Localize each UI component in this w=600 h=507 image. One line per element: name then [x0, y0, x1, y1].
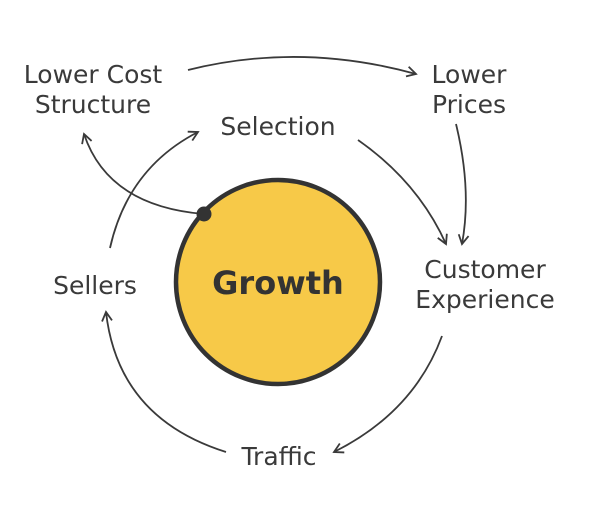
node-lower-cost-line2: Structure — [35, 90, 151, 119]
node-customer-experience-line1: Customer — [424, 255, 546, 284]
node-selection: Selection — [220, 112, 335, 141]
node-lower-cost-line1: Lower Cost — [24, 60, 163, 89]
node-lower-prices-line1: Lower — [432, 60, 508, 89]
arrow-growth-to-lower-cost-structure — [81, 132, 205, 215]
arrow-lower-prices-to-customer-experience — [455, 123, 470, 246]
arrow-traffic-to-sellers — [101, 310, 227, 453]
arrow-sellers-to-selection — [109, 130, 200, 249]
arrow-customer-experience-to-traffic — [332, 335, 443, 454]
growth-label: Growth — [212, 264, 344, 302]
node-customer-experience-line2: Experience — [415, 285, 554, 314]
arrow-selection-to-customer-experience — [357, 139, 448, 246]
node-traffic: Traffic — [240, 442, 316, 471]
arrow-lower-cost-to-lower-prices — [187, 56, 418, 78]
node-lower-prices-line2: Prices — [432, 90, 506, 119]
growth-circle — [173, 177, 383, 387]
growth-connection-dot — [196, 206, 212, 222]
node-sellers: Sellers — [53, 271, 137, 300]
